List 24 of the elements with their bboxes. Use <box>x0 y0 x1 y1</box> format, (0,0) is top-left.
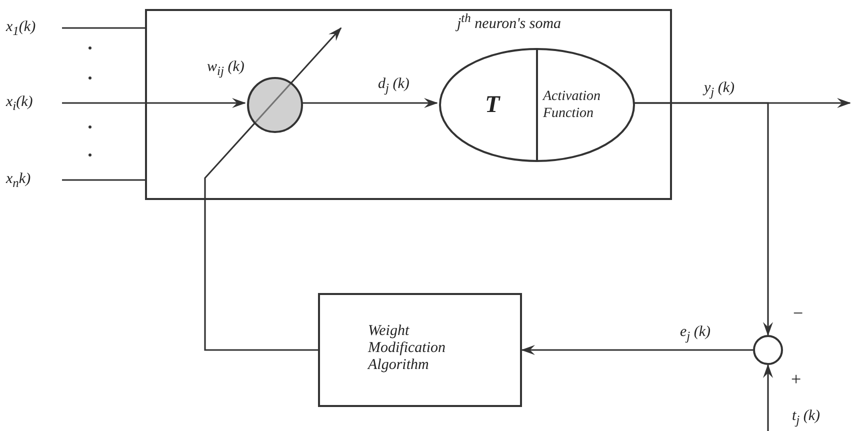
edge-label: t$_{j}$ (k) <box>792 408 820 429</box>
edge-label: e$_{j}$ (k) <box>680 324 711 345</box>
minus-sign: − <box>793 305 804 322</box>
node-label: Activation Function <box>543 88 602 122</box>
arrow <box>62 98 246 108</box>
input-signal-label: x$_{i}$(k) <box>6 94 33 115</box>
input-signal-label: x$_{n}$k) <box>6 171 31 192</box>
edge-label: d$_{j}$ (k) <box>378 76 410 97</box>
transfer-symbol: T <box>485 92 500 118</box>
plus-sign: + <box>791 371 802 388</box>
node-label: Weight Modification Algorithm <box>368 323 446 374</box>
neuron-box <box>145 9 672 200</box>
arrow <box>763 364 773 431</box>
arrow <box>633 102 773 336</box>
arrow <box>521 345 753 355</box>
input-signal-label: x$_{1}$(k) <box>6 19 36 40</box>
connector-line <box>62 27 145 29</box>
connector-line <box>62 179 145 181</box>
weight-label: w$_{ij}$ (k) <box>207 59 244 80</box>
process-box <box>318 293 522 407</box>
edge-label: y$_{j}$ (k) <box>704 80 735 101</box>
arrow <box>204 27 342 351</box>
soma-heading: j$^{th}$ neuron's soma <box>457 10 562 33</box>
arrow <box>301 98 438 108</box>
